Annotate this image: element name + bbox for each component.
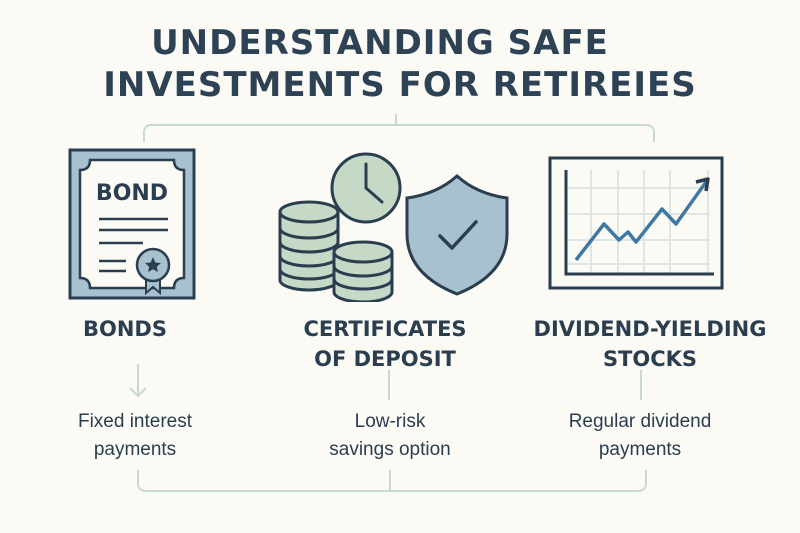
arrow-down-icon [129, 364, 147, 398]
heading-bonds: BONDS [83, 317, 167, 341]
title-line-1: UNDERSTANDING SAFE [151, 23, 609, 63]
coins-clock-shield-icon [278, 152, 509, 302]
page-title: UNDERSTANDING SAFE INVESTMENTS FOR RETIR… [0, 22, 800, 106]
clock-icon [330, 152, 402, 224]
coin-stack-icon [278, 200, 340, 292]
bond-certificate-icon: BOND [68, 148, 196, 300]
coin-stack-small-icon [332, 240, 394, 302]
top-connector-stem [395, 114, 397, 126]
bottom-bracket-connector [137, 470, 647, 492]
title-line-2: INVESTMENTS FOR RETIREIES [103, 65, 697, 105]
top-bracket-connector [143, 124, 655, 142]
connector-line-stocks [640, 370, 642, 400]
heading-dividend-yielding-stocks: DIVIDEND-YIELDING STOCKS [533, 317, 767, 371]
description-dividend-stocks: Regular dividend payments [568, 411, 712, 460]
description-bonds: Fixed interest payments [77, 411, 193, 460]
svg-text:BOND: BOND [96, 181, 168, 206]
description-certificates-of-deposit: Low-risk savings option [329, 411, 451, 460]
shield-check-icon [405, 173, 509, 296]
heading-certificates-of-deposit: CERTIFICATES OF DEPOSIT [303, 317, 467, 371]
connector-line-cd [388, 370, 390, 400]
bottom-connector-stem [389, 470, 391, 490]
rising-chart-icon [548, 156, 724, 290]
